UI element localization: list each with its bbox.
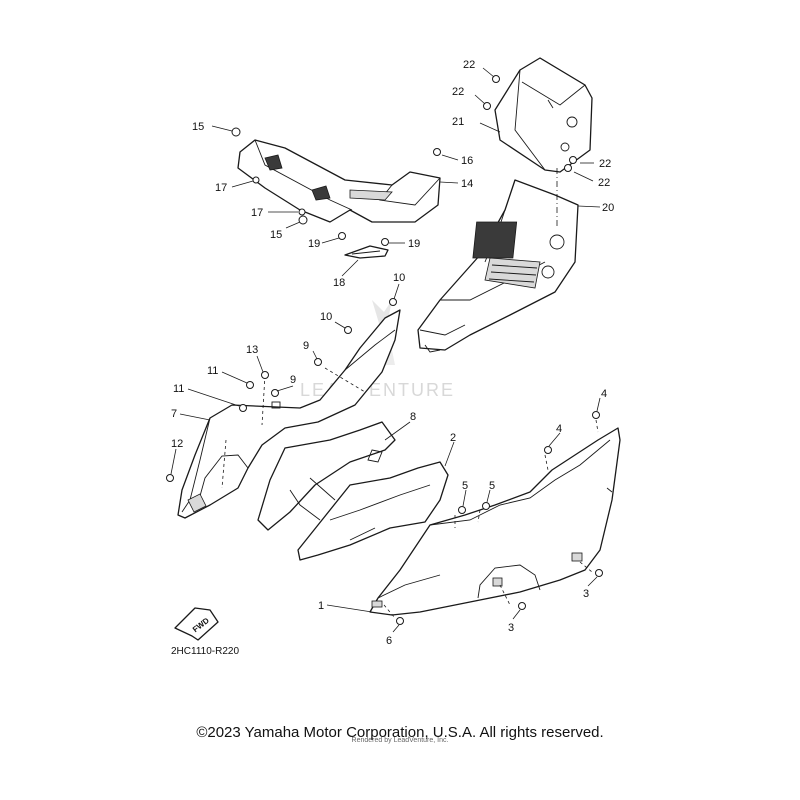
callout-7: 7 — [171, 408, 177, 420]
part-18-bracket[interactable] — [344, 245, 389, 259]
callout-1: 1 — [318, 600, 324, 612]
callout-19: 19 — [308, 238, 320, 250]
part-1-lower-side-cover[interactable] — [369, 427, 621, 616]
callout-22: 22 — [599, 158, 611, 170]
callout-12: 12 — [171, 438, 183, 450]
fasteners — [166, 75, 603, 625]
part-21-upper-cover[interactable] — [494, 57, 593, 173]
callout-4: 4 — [601, 388, 607, 400]
callout-16: 16 — [461, 155, 473, 167]
callout-11: 11 — [207, 365, 218, 377]
copyright-notice: ©2023 Yamaha Motor Corporation, U.S.A. A… — [196, 724, 604, 741]
callout-20: 20 — [602, 202, 614, 214]
callout-10: 10 — [393, 272, 405, 284]
callout-4: 4 — [556, 423, 562, 435]
part-14-upper-console[interactable] — [237, 139, 441, 223]
callout-17: 17 — [215, 182, 227, 194]
callout-22: 22 — [452, 86, 464, 98]
callout-15: 15 — [192, 121, 204, 133]
callout-21: 21 — [452, 116, 464, 128]
part-2-middle-panel[interactable] — [297, 461, 449, 561]
callout-5: 5 — [462, 480, 468, 492]
callout-22: 22 — [598, 177, 610, 189]
callout-9: 9 — [303, 340, 309, 352]
fwd-arrow: FWD — [174, 607, 219, 641]
callout-3: 3 — [508, 622, 514, 634]
alignment-lines — [221, 168, 599, 619]
callout-6: 6 — [386, 635, 392, 647]
part-8-left-panel[interactable] — [257, 421, 396, 531]
callout-9: 9 — [290, 374, 296, 386]
callout-22: 22 — [463, 59, 475, 71]
callout-3: 3 — [583, 588, 589, 600]
callout-11: 11 — [173, 383, 184, 395]
callout-19: 19 — [408, 238, 420, 250]
callout-17: 17 — [251, 207, 263, 219]
callout-2: 2 — [450, 432, 456, 444]
callout-5: 5 — [489, 480, 495, 492]
part-20-center-console[interactable] — [417, 179, 579, 353]
callout-13: 13 — [246, 344, 258, 356]
leader-lines — [170, 67, 601, 633]
callout-labels: 22 22 21 22 22 20 15 16 14 17 17 15 19 1… — [171, 59, 614, 647]
callout-18: 18 — [333, 277, 345, 289]
render-note: Rendered by LeadVenture, Inc. — [351, 737, 449, 744]
callout-8: 8 — [410, 411, 416, 423]
callout-15: 15 — [270, 229, 282, 241]
diagram-reference-code: 2HC1110-R220 — [171, 646, 240, 657]
callout-10: 10 — [320, 311, 332, 323]
part-7-left-cover[interactable] — [177, 309, 401, 519]
callout-14: 14 — [461, 178, 473, 190]
